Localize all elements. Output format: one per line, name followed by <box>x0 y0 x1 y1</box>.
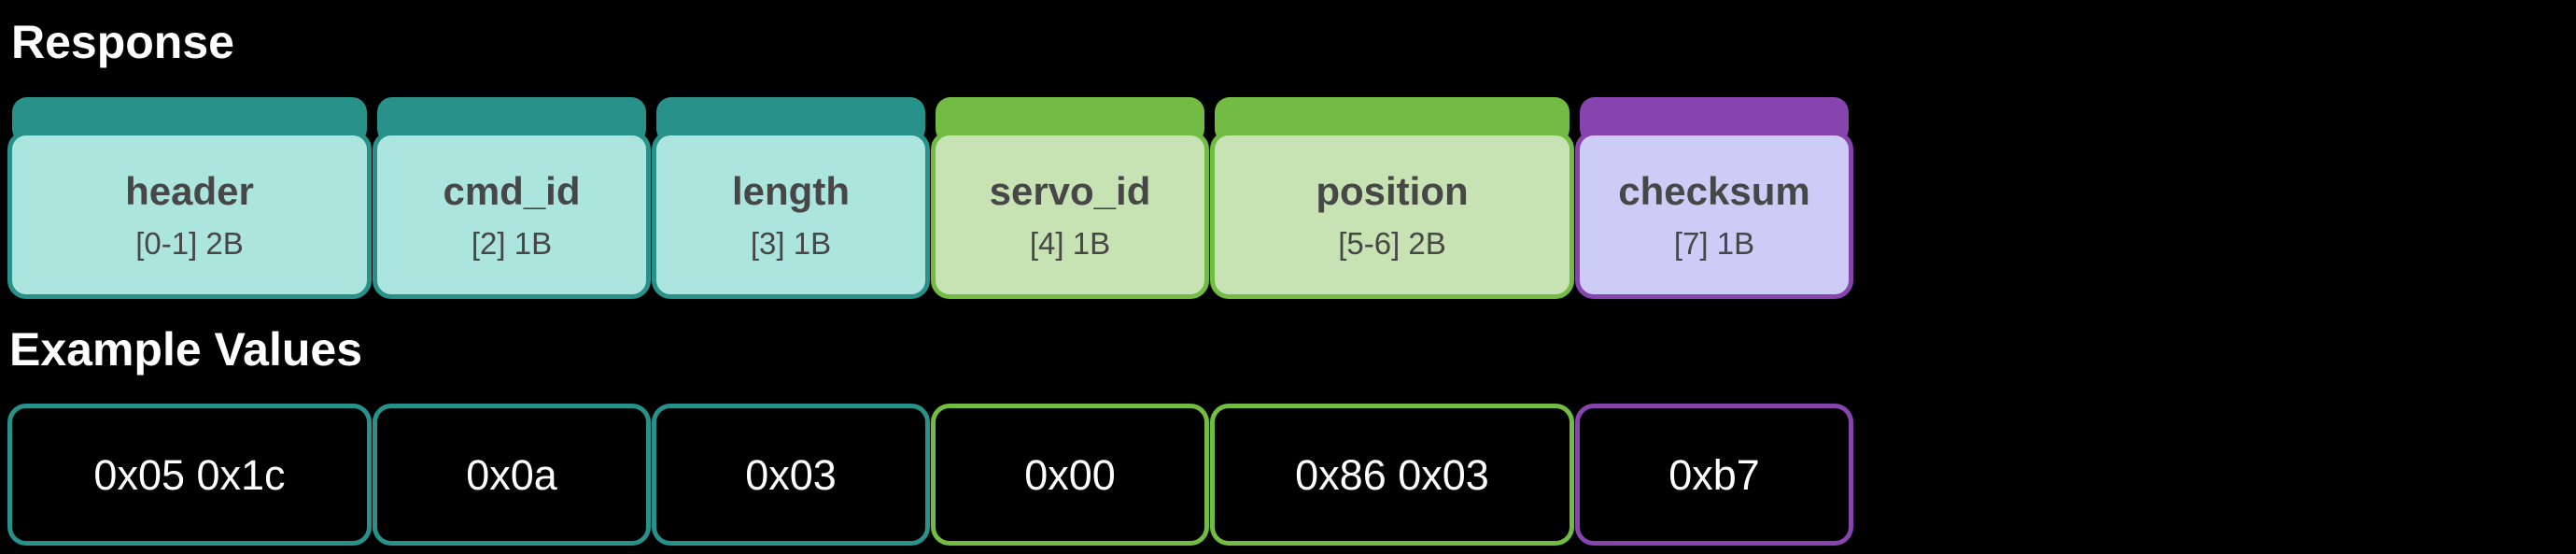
field-name-label: position <box>1316 168 1469 213</box>
example-value-text: 0x03 <box>745 450 837 499</box>
field-cell: cmd_id [2] 1B <box>373 97 651 299</box>
example-value-text: 0x00 <box>1024 450 1116 499</box>
field-name-label: servo_id <box>989 168 1151 213</box>
field-byte-range-label: [3] 1B <box>750 225 832 261</box>
example-value-text: 0x0a <box>466 450 557 499</box>
response-fields-row: header [0-1] 2B cmd_id [2] 1B length [3]… <box>7 97 1853 299</box>
example-value-box: 0x0a <box>373 404 651 546</box>
example-value-text: 0xb7 <box>1668 450 1760 499</box>
field-byte-range-label: [2] 1B <box>471 225 553 261</box>
example-values-section-title: Example Values <box>9 323 363 376</box>
response-section-title: Response <box>11 16 234 68</box>
example-value-box: 0x03 <box>652 404 930 546</box>
example-value-box: 0x86 0x03 <box>1210 404 1574 546</box>
field-byte-range-label: [7] 1B <box>1673 225 1755 261</box>
field-cell: header [0-1] 2B <box>7 97 372 299</box>
field-name-label: checksum <box>1618 168 1810 213</box>
example-value-box: 0x00 <box>931 404 1209 546</box>
example-value-box: 0x05 0x1c <box>7 404 372 546</box>
field-box: position [5-6] 2B <box>1210 131 1574 299</box>
field-name-label: header <box>125 168 254 213</box>
example-value-box: 0xb7 <box>1575 404 1853 546</box>
field-name-label: cmd_id <box>443 168 581 213</box>
example-value-text: 0x05 0x1c <box>93 450 286 499</box>
field-cell: length [3] 1B <box>652 97 930 299</box>
example-values-row: 0x05 0x1c 0x0a 0x03 0x00 0x86 0x03 0xb7 <box>7 404 1853 546</box>
field-box: header [0-1] 2B <box>7 131 372 299</box>
field-byte-range-label: [4] 1B <box>1029 225 1111 261</box>
field-byte-range-label: [0-1] 2B <box>135 225 244 261</box>
field-box: length [3] 1B <box>652 131 930 299</box>
field-name-label: length <box>732 168 850 213</box>
field-byte-range-label: [5-6] 2B <box>1338 225 1446 261</box>
field-box: servo_id [4] 1B <box>931 131 1209 299</box>
field-box: checksum [7] 1B <box>1575 131 1853 299</box>
field-box: cmd_id [2] 1B <box>373 131 651 299</box>
example-value-text: 0x86 0x03 <box>1295 450 1489 499</box>
field-cell: servo_id [4] 1B <box>931 97 1209 299</box>
field-cell: position [5-6] 2B <box>1210 97 1574 299</box>
field-cell: checksum [7] 1B <box>1575 97 1853 299</box>
